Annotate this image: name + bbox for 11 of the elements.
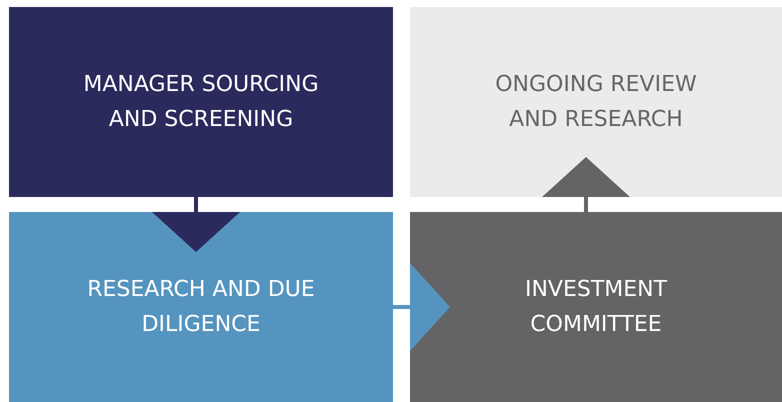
process-box (410, 212, 782, 402)
chevron-arrow (542, 157, 630, 212)
step-label: RESEARCH AND DUE DILIGENCE (86, 276, 316, 339)
step-label: MANAGER SOURCING AND SCREENING (82, 71, 320, 134)
chevron-arrow (393, 263, 450, 351)
process-box (410, 7, 782, 197)
process-box (9, 7, 393, 197)
chevron-arrow (152, 197, 240, 252)
process-box (9, 212, 393, 402)
step-label: INVESTMENT COMMITTEE (524, 276, 668, 339)
step-label: ONGOING REVIEW AND RESEARCH (494, 71, 698, 134)
